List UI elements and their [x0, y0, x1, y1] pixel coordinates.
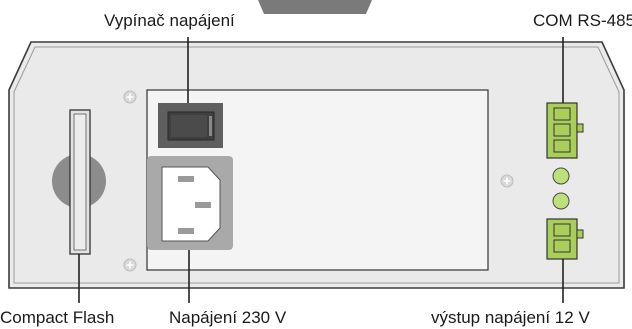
connector-latch [576, 123, 584, 133]
socket-pin [195, 202, 211, 208]
compact-flash-slot-inner [73, 113, 87, 251]
connector-pin [553, 139, 571, 153]
led-indicator [552, 192, 570, 210]
socket-pin [178, 176, 194, 182]
chassis-inner-outline [13, 46, 620, 284]
label-com-rs485: COM RS-485 [533, 11, 632, 30]
label-power-output: výstup napájení 12 V [431, 308, 590, 327]
connector-pin [553, 223, 571, 237]
device-top-shadow [258, 0, 372, 14]
connector-pin [553, 239, 571, 253]
label-power-input: Napájení 230 V [169, 308, 287, 327]
screw-icon [500, 174, 514, 188]
socket-pin [178, 228, 194, 234]
power-switch-highlight [209, 116, 212, 136]
led-indicator [552, 167, 570, 185]
power-socket[interactable] [161, 166, 221, 242]
power-switch-rocker [171, 115, 207, 137]
label-compact-flash: Compact Flash [0, 308, 115, 327]
connector-pin [553, 107, 571, 121]
label-power-switch: Vypínač napájení [104, 11, 235, 30]
connector-latch [576, 229, 584, 239]
connector-pin [553, 123, 571, 137]
screw-icon [123, 90, 137, 104]
screw-icon [123, 258, 137, 272]
